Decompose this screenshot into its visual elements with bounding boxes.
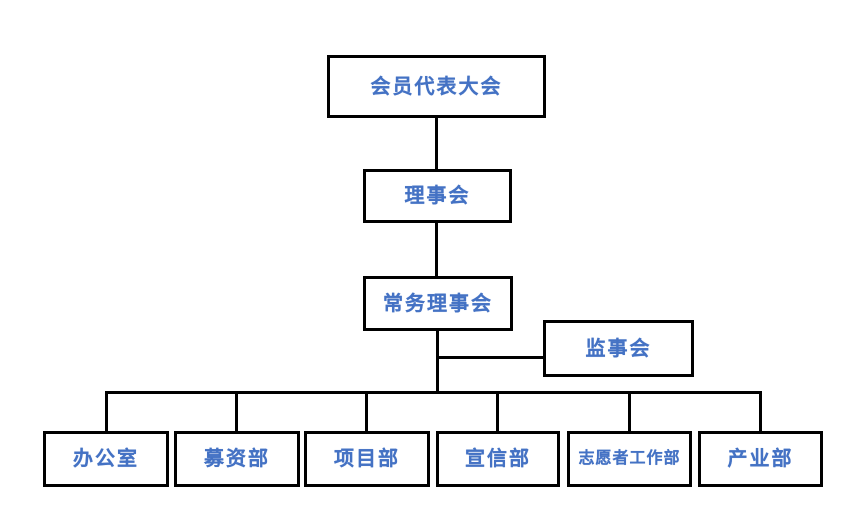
node-supervisory-board-label: 监事会 (585, 337, 652, 360)
node-fundraising-dept: 募资部 (174, 431, 300, 487)
node-publicity-dept: 宣信部 (436, 431, 560, 487)
node-industry-dept-label: 产业部 (727, 448, 794, 470)
node-volunteer-dept: 志愿者工作部 (567, 431, 692, 487)
connector-standing-supervisory (437, 356, 543, 359)
node-council: 理事会 (363, 169, 512, 223)
connector-drop-office (105, 393, 108, 431)
connector-bus (105, 391, 762, 394)
node-project-dept: 项目部 (304, 431, 430, 487)
connector-standing-bus (436, 331, 439, 394)
node-fundraising-dept-label: 募资部 (204, 448, 270, 470)
node-office-label: 办公室 (73, 448, 139, 470)
connector-council-standing (435, 223, 438, 276)
connector-assembly-council (435, 118, 438, 169)
node-project-dept-label: 项目部 (334, 448, 400, 470)
node-publicity-dept-label: 宣信部 (465, 448, 531, 470)
connector-drop-publicity (496, 393, 499, 431)
node-assembly: 会员代表大会 (327, 55, 546, 118)
node-volunteer-dept-label: 志愿者工作部 (578, 450, 681, 467)
node-assembly-label: 会员代表大会 (370, 75, 503, 98)
connector-drop-project (365, 393, 368, 431)
connector-drop-volunteer (628, 393, 631, 431)
node-standing-council-label: 常务理事会 (383, 292, 493, 315)
node-standing-council: 常务理事会 (363, 276, 513, 331)
node-supervisory-board: 监事会 (543, 320, 694, 377)
connector-drop-industry (759, 393, 762, 431)
node-industry-dept: 产业部 (698, 431, 823, 487)
node-office: 办公室 (43, 431, 169, 487)
connector-drop-fundraising (235, 393, 238, 431)
node-council-label: 理事会 (404, 185, 471, 207)
